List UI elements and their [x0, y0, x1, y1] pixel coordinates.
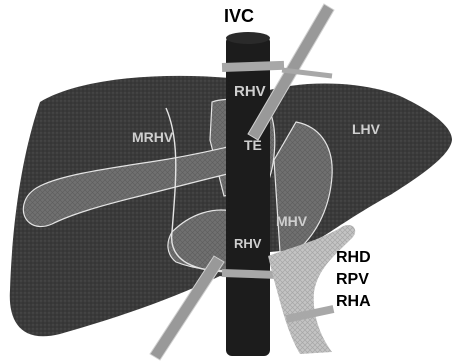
label-mhv: MHV: [276, 213, 308, 229]
label-ivc: IVC: [224, 6, 254, 26]
label-rha: RHA: [336, 293, 371, 310]
label-rpv: RPV: [336, 271, 369, 288]
label-rhv-lower: RHV: [234, 236, 262, 251]
ivc-top: [226, 32, 270, 44]
label-te: TE: [244, 137, 262, 153]
label-mrhv: MRHV: [132, 129, 174, 145]
label-rhd: RHD: [336, 249, 371, 266]
label-lhv: LHV: [352, 121, 381, 137]
label-rhv: RHV: [234, 83, 266, 100]
